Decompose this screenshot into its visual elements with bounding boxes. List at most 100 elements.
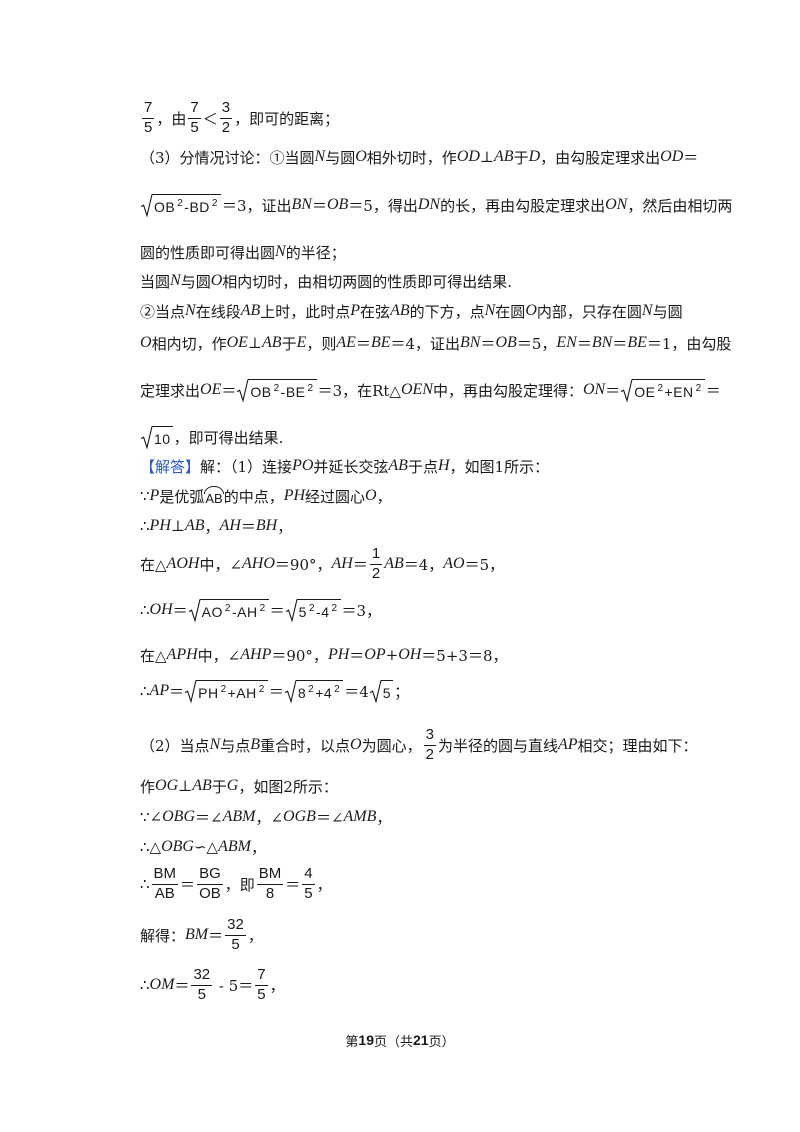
text-run: ＝ (180, 875, 196, 894)
square-root: 10 (141, 426, 173, 448)
text-run: OE (634, 384, 656, 400)
text-run: ＝4，证出 (390, 334, 461, 353)
text-run: ⊥ (170, 517, 185, 535)
text-run: ，即可的距离； (234, 109, 340, 128)
math-variable: BN (460, 334, 481, 351)
text-run: 于 (281, 334, 297, 353)
text-run: ②当点 (140, 302, 186, 321)
math-variable: OH (398, 646, 422, 663)
text-run: ∴ (140, 682, 150, 700)
math-variable: N (484, 302, 496, 319)
math-variable: P (149, 487, 160, 504)
math-variable: OBG (161, 838, 194, 855)
text-run: 的半径； (285, 243, 346, 262)
text-run: ＝5， (516, 334, 557, 353)
text-run: ＝5+3＝8， (421, 646, 508, 665)
math-variable: AP (557, 736, 578, 753)
page-number: 21 (413, 1032, 429, 1048)
text-run: ∴ (140, 875, 150, 893)
math-variable: P (350, 302, 361, 319)
text-run: ， (376, 808, 392, 827)
math-variable: OB (327, 196, 349, 213)
arc-label: AB (204, 486, 225, 506)
math-variable: OP (364, 646, 386, 663)
text-run: ＝∠ (195, 808, 223, 827)
text-run: ∴ (140, 976, 150, 994)
text-run: 在△ (140, 555, 167, 574)
math-variable: OD (660, 148, 684, 165)
text-run: 于 (513, 148, 529, 167)
math-variable: BE (370, 334, 391, 351)
math-variable: AP (149, 682, 170, 699)
math-variable: OE (200, 381, 222, 398)
text-run: ＝ (174, 976, 190, 995)
text-run: -BD (184, 199, 210, 215)
fraction-bar (219, 117, 233, 119)
text-run: 内部，只存在圆 (536, 302, 642, 321)
page-number: 19 (358, 1032, 374, 1048)
text-run: 相交；理由如下： (577, 736, 698, 755)
text-run: ＝3， (341, 601, 382, 620)
text-run: 在圆 (495, 302, 526, 321)
fraction-numerator: 1 (371, 545, 381, 562)
superscript: 2 (308, 603, 316, 614)
radical-sign (185, 680, 196, 702)
math-variable: AB (384, 555, 404, 572)
superscript: 2 (273, 383, 280, 394)
math-variable: N (209, 736, 221, 753)
math-variable: AHO (242, 555, 275, 572)
text-run: ＝5，得出 (348, 196, 418, 215)
text-run: 上时，此时点 (260, 302, 351, 321)
text-run: 在弦 (360, 302, 391, 321)
math-variable: AB (192, 777, 212, 794)
math-variable: EN (556, 334, 577, 351)
fraction-denominator: 5 (144, 118, 153, 136)
math-variable: BN (291, 196, 312, 213)
fraction-bar (302, 883, 315, 885)
math-variable: AB (262, 334, 282, 351)
text-run: 是优弧 (159, 487, 205, 506)
math-variable: AO (443, 555, 465, 572)
text-run: +4 (315, 685, 333, 701)
fraction-numerator: BG (199, 865, 221, 882)
math-variable: PH (149, 517, 171, 534)
fraction-bar (255, 984, 268, 986)
radical-sign (286, 599, 297, 621)
fraction-numerator: 3 (425, 726, 434, 743)
text-run: -4 (316, 604, 330, 620)
superscript: 2 (657, 383, 664, 394)
text-run: ＝90°， (274, 555, 332, 574)
math-variable: OD (456, 148, 480, 165)
text-run: ，即可得出结果. (173, 428, 284, 447)
text-run: ，如图2所示： (238, 777, 338, 796)
math-variable: BN (591, 334, 613, 351)
radical-sign (285, 680, 296, 702)
fraction-denominator: 5 (304, 884, 313, 902)
fraction-denominator: OB (199, 884, 221, 902)
text-run: 作 (140, 777, 156, 796)
text-run: 5 (298, 604, 307, 620)
text-run: （2）当点 (140, 736, 210, 755)
math-variable: ON (582, 381, 606, 398)
text-run: 解：（1）连接 (200, 457, 293, 476)
math-variable: AMB (343, 808, 377, 825)
text-run: ，∠ (255, 808, 284, 827)
text-run: ， (250, 838, 266, 857)
text-run: 10 (154, 431, 171, 447)
radical-sign (237, 379, 248, 401)
